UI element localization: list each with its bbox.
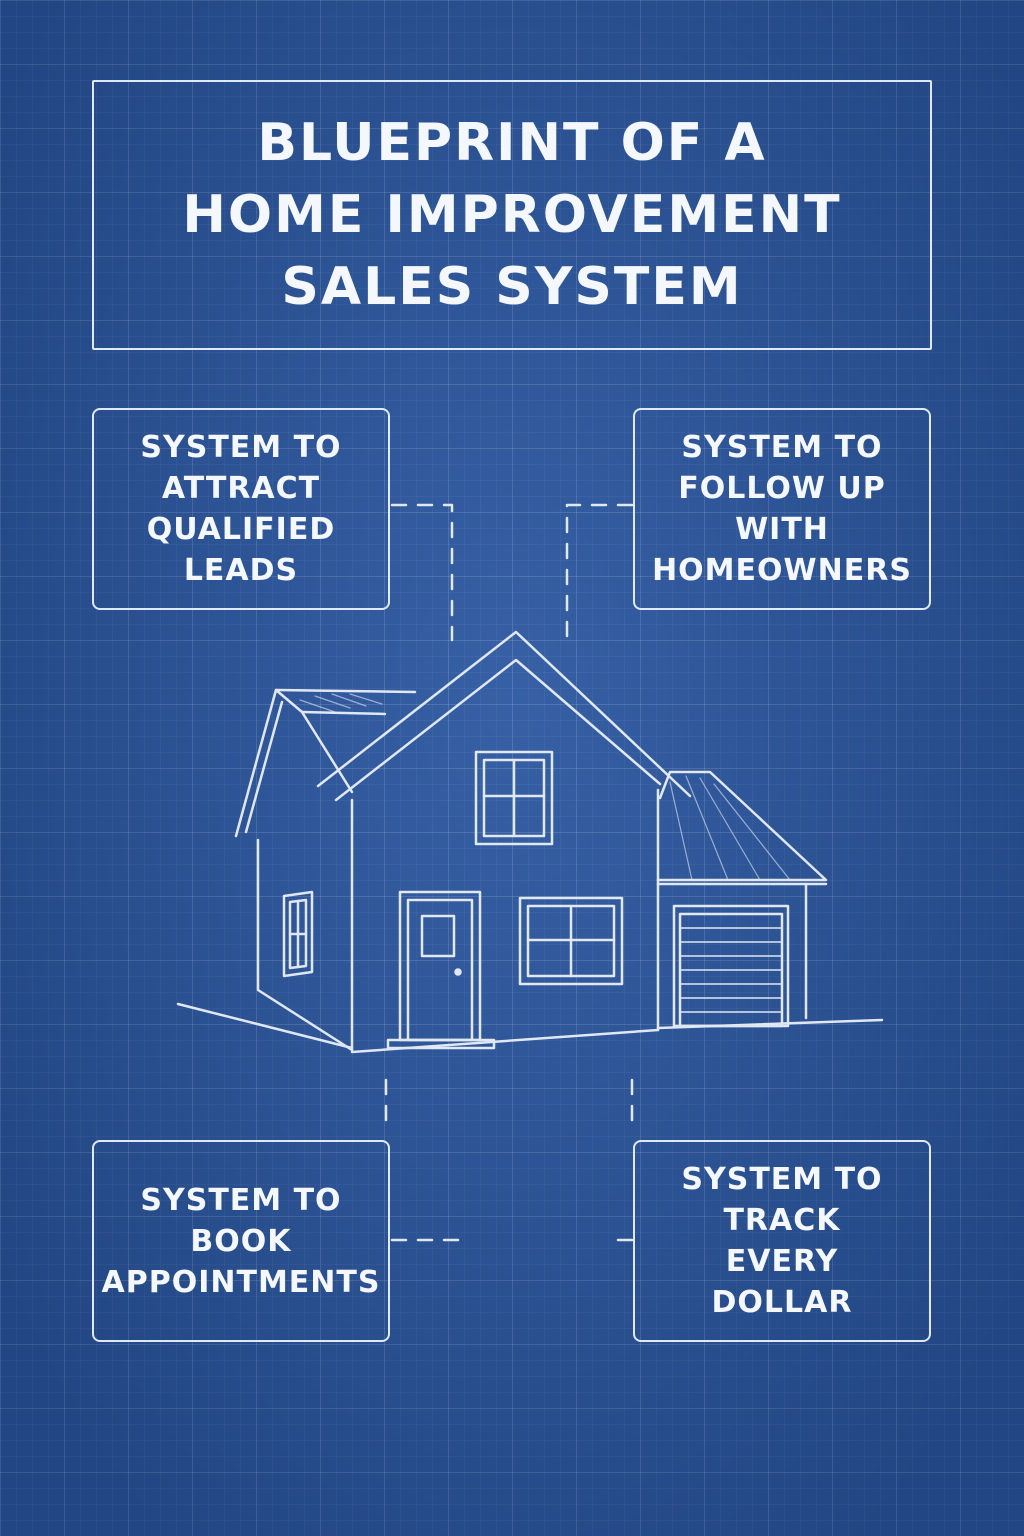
page-title: BLUEPRINT OF A HOME IMPROVEMENT SALES SY… [182, 113, 842, 317]
connector-book-appointments [384, 1078, 472, 1242]
house-icon [176, 630, 884, 1054]
system-label-attract-leads: SYSTEM TO ATTRACT QUALIFIED LEADS [140, 430, 342, 588]
system-label-track-dollars: SYSTEM TO TRACK EVERY DOLLAR [681, 1162, 883, 1320]
system-label-book-appointments: SYSTEM TO BOOK APPOINTMENTS [101, 1182, 381, 1300]
system-box-attract-leads: SYSTEM TO ATTRACT QUALIFIED LEADS [92, 408, 390, 610]
system-box-track-dollars: SYSTEM TO TRACK EVERY DOLLAR [633, 1140, 931, 1342]
connector-follow-up [565, 503, 634, 642]
system-label-follow-up: SYSTEM TO FOLLOW UP WITH HOMEOWNERS [652, 430, 912, 588]
system-box-follow-up: SYSTEM TO FOLLOW UP WITH HOMEOWNERS [633, 408, 931, 610]
connector-attract-leads [390, 503, 454, 642]
connector-track-dollars [610, 1078, 634, 1242]
system-box-book-appointments: SYSTEM TO BOOK APPOINTMENTS [92, 1140, 390, 1342]
title-box: BLUEPRINT OF A HOME IMPROVEMENT SALES SY… [92, 80, 932, 350]
